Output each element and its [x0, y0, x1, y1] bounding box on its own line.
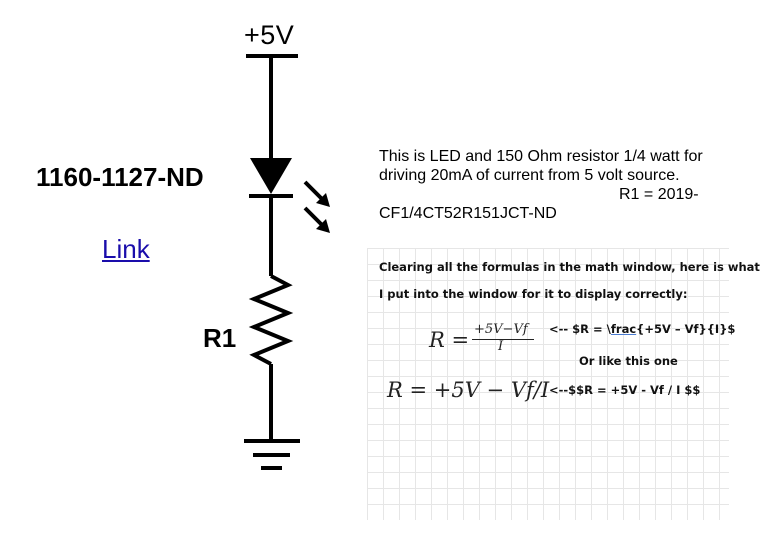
datasheet-link[interactable]: Link: [102, 234, 150, 264]
description-line-3: R1 = 2019-: [619, 186, 699, 203]
formula1-fraction-bar: [472, 339, 534, 340]
emission-arrowhead-2: [316, 219, 330, 233]
description-line-2: driving 20mA of current from 5 volt sour…: [379, 167, 680, 184]
led-part-number: 1160-1127-ND: [36, 162, 204, 192]
math-notes-panel: [367, 248, 729, 520]
formula1-code-prefix: <-- $R = \: [549, 322, 611, 336]
formula1-code-frac: frac: [610, 322, 637, 336]
formula1-denominator: I: [498, 339, 504, 354]
description-line-4: CF1/4CT52R151JCT-ND: [379, 205, 557, 222]
resistor-zigzag-icon: [248, 274, 294, 366]
description-line-1: This is LED and 150 Ohm resistor 1/4 wat…: [379, 148, 703, 165]
formula2: R = +5V − Vf/I: [387, 378, 550, 402]
formula2-latex-code: <--$$R = +5V - Vf / I $$: [549, 383, 701, 397]
formula1-latex-code: <-- $R = \frac{+5V – Vf}{I}$: [549, 322, 735, 336]
note-line-2: I put into the window for it to display …: [379, 287, 688, 301]
note-line-1: Clearing all the formulas in the math wi…: [379, 260, 760, 274]
circuit-description: This is LED and 150 Ohm resistor 1/4 wat…: [379, 147, 759, 223]
emission-arrowhead-1: [316, 193, 330, 207]
formula1-lhs: R =: [429, 328, 470, 352]
formula1-code-suffix: {+5V – Vf}{I}$: [636, 322, 736, 336]
led-diode-icon: [250, 158, 292, 194]
supply-voltage-label: +5V: [244, 20, 295, 50]
or-like-note: Or like this one: [579, 354, 678, 368]
resistor-label: R1: [203, 323, 237, 353]
formula1-numerator: +5V−Vf: [474, 322, 528, 337]
